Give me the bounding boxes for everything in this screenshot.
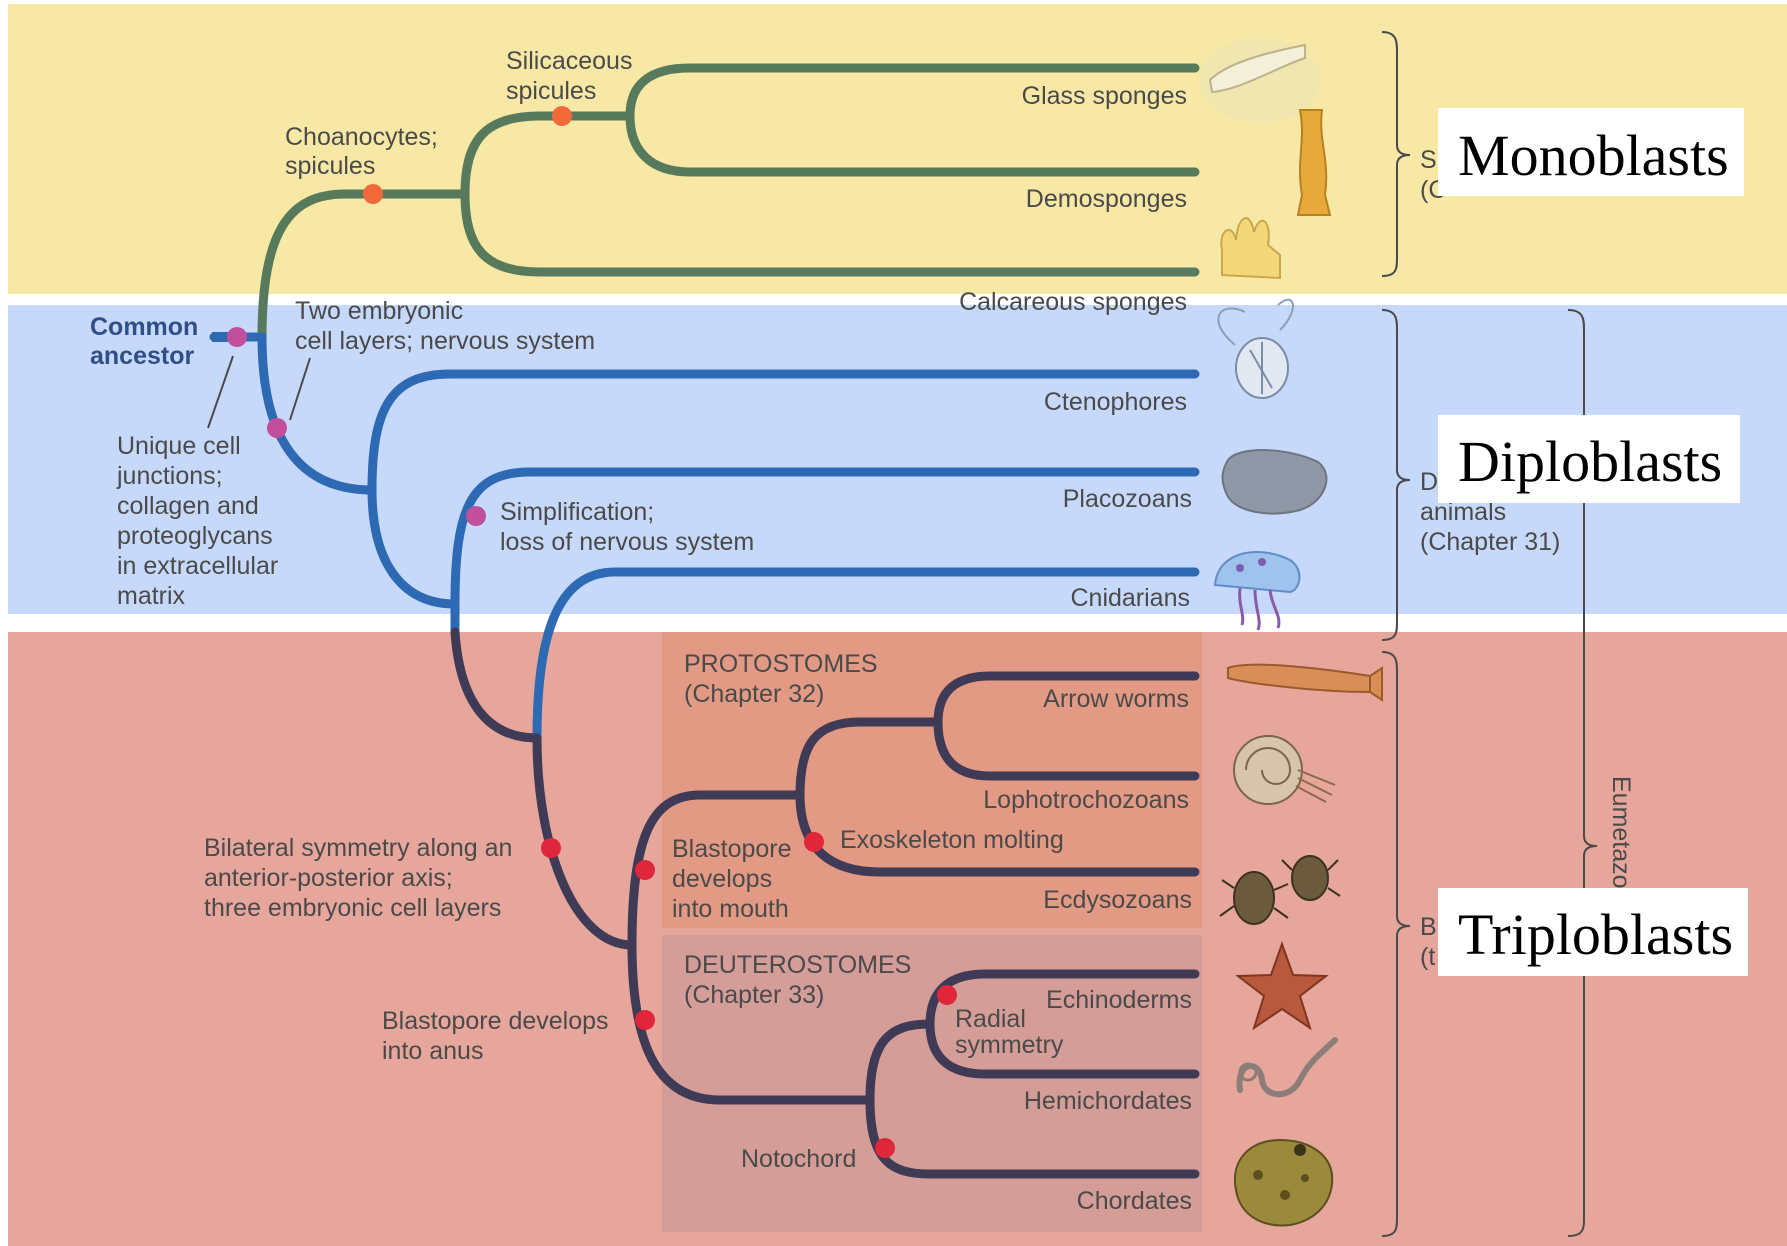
dot-blastopore-mouth	[635, 860, 655, 880]
dot-choanocytes	[363, 184, 383, 204]
dot-simplification	[466, 506, 486, 526]
notochord-label: Notochord	[741, 1145, 856, 1173]
common-ancestor-label: Common ancestor	[90, 313, 205, 370]
dot-two-layers	[267, 418, 287, 438]
taxon-label-placozoans: Placozoans	[1063, 485, 1192, 513]
monoblasts-label: Monoblasts	[1458, 123, 1729, 188]
taxon-label-ctenophores: Ctenophores	[1044, 388, 1187, 416]
taxon-label-hemichordates: Hemichordates	[1024, 1087, 1192, 1115]
taxon-label-chordates: Chordates	[1077, 1187, 1192, 1215]
dot-radial	[937, 985, 957, 1005]
triploblasts-label: Triploblasts	[1458, 902, 1733, 967]
taxon-label-ecdysozoans: Ecdysozoans	[1043, 886, 1192, 914]
dot-silicaceous	[552, 106, 572, 126]
dot-blastopore-anus	[635, 1010, 655, 1030]
dot-notochord	[875, 1138, 895, 1158]
frog-icon	[1235, 1140, 1332, 1225]
taxon-label-demosponges: Demosponges	[1026, 185, 1187, 213]
dot-bilateral	[541, 838, 561, 858]
dot-common-ancestor	[227, 327, 247, 347]
taxon-label-cnidarians: Cnidarians	[1070, 584, 1190, 612]
exoskeleton-label: Exoskeleton molting	[840, 826, 1064, 854]
taxon-label-lophotrochozoans: Lophotrochozoans	[983, 786, 1189, 814]
taxon-label-arrow-worms: Arrow worms	[1043, 685, 1189, 713]
taxon-label-glass-sponges: Glass sponges	[1022, 82, 1187, 110]
dot-exoskeleton	[804, 832, 824, 852]
taxon-label-calcareous-sponges: Calcareous sponges	[959, 288, 1187, 316]
root-stub	[212, 332, 228, 342]
taxon-label-echinoderms: Echinoderms	[1046, 986, 1192, 1014]
placozoan-icon	[1223, 450, 1327, 513]
diploblasts-label: Diploblasts	[1458, 429, 1722, 494]
eumetazoa-label: Eumetazo	[1607, 776, 1635, 889]
